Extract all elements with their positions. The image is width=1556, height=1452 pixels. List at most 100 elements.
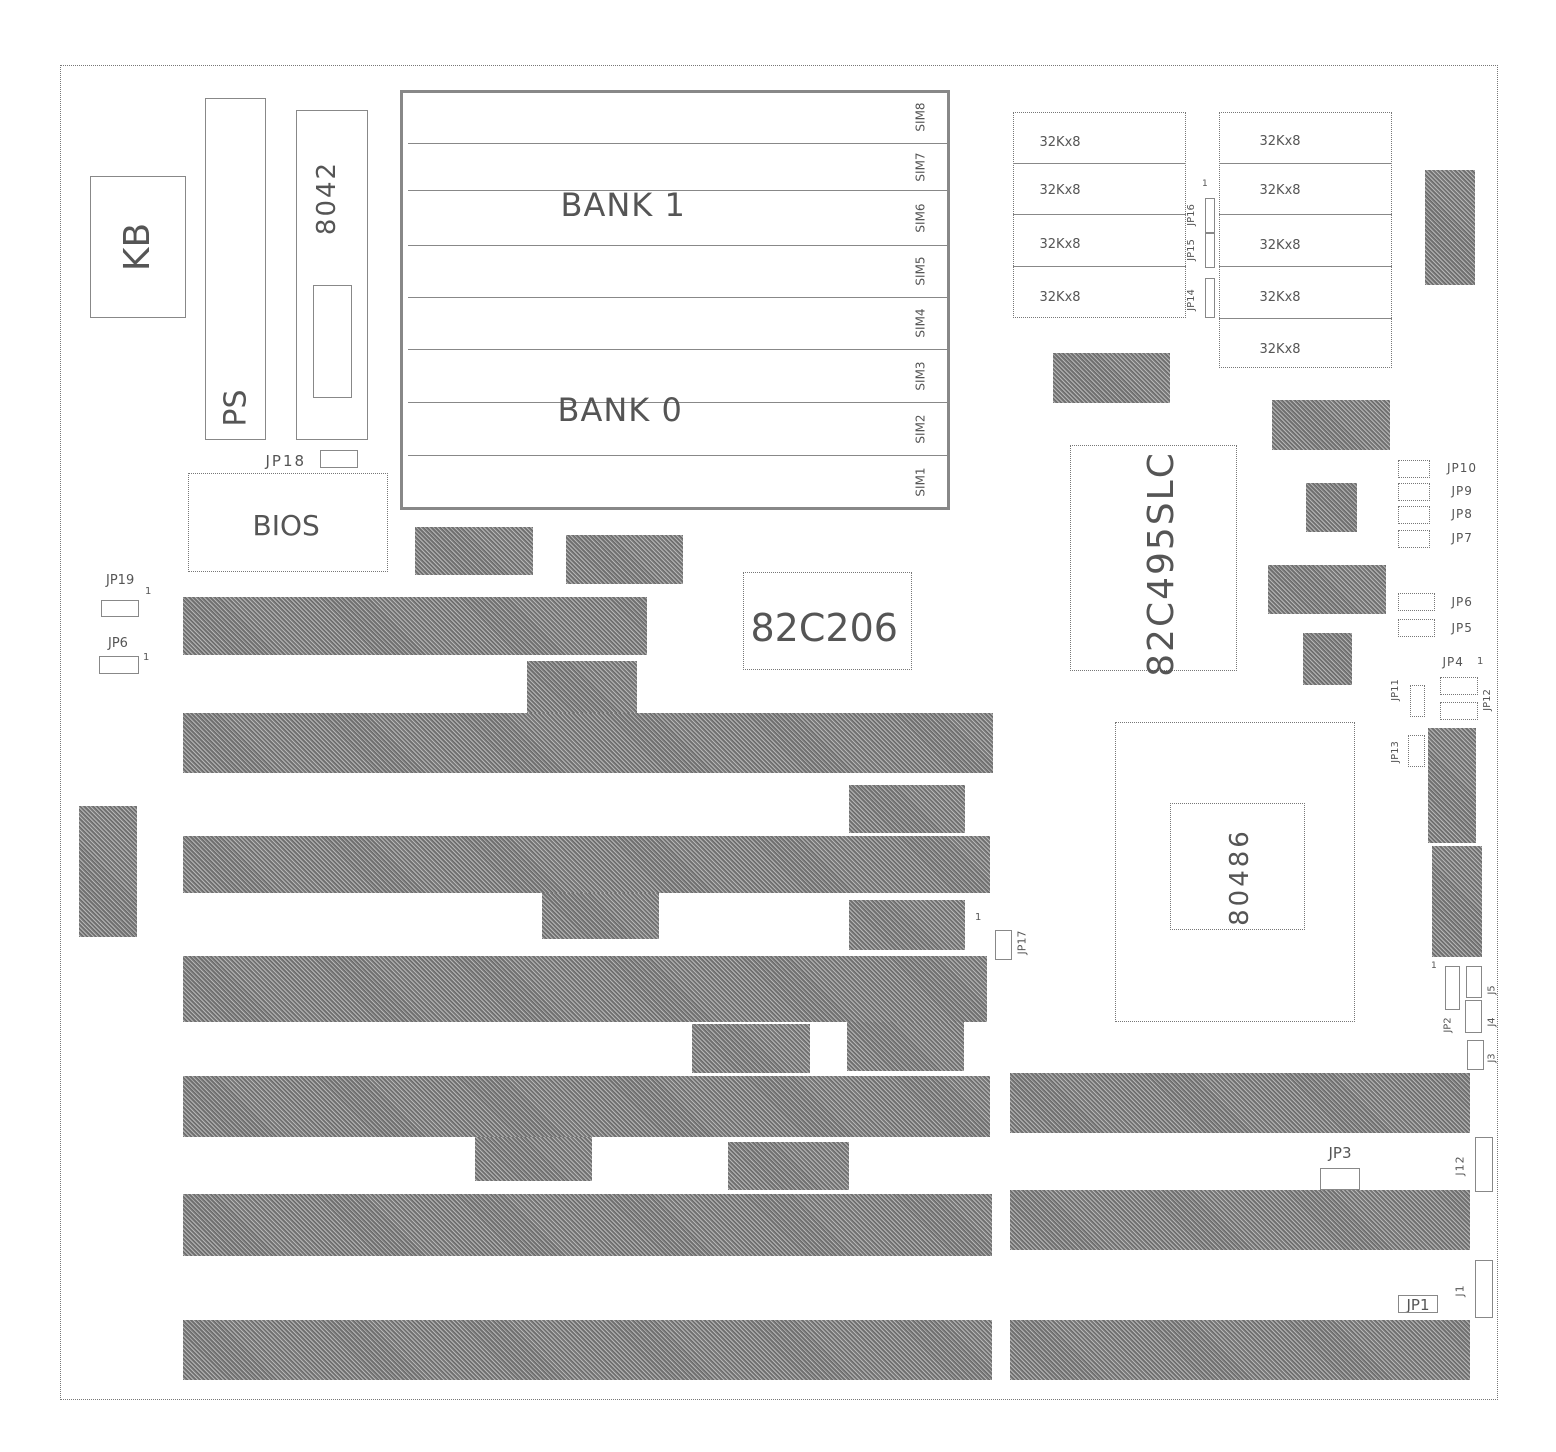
jp5-jumper xyxy=(1398,619,1435,637)
j1-label: J1 xyxy=(1453,1283,1467,1297)
keyboard-controller-label: 8042 xyxy=(312,160,343,236)
chip xyxy=(1306,483,1357,532)
jp12-label: JP12 xyxy=(1481,689,1493,711)
chipset-label: 82C495SLC xyxy=(1140,451,1182,677)
jp11-label: JP11 xyxy=(1389,679,1401,701)
pin1-marker: 1 xyxy=(975,912,982,923)
jp18-label: JP18 xyxy=(265,451,307,470)
chipset xyxy=(1070,445,1237,671)
cache-sram-chip: 32Kx8 xyxy=(1039,182,1081,198)
jp9-jumper xyxy=(1398,483,1430,501)
chip xyxy=(542,893,659,939)
bank-1-label: BANK 1 xyxy=(560,186,686,224)
chip xyxy=(1268,565,1386,614)
jp6-right-jumper xyxy=(1398,593,1435,611)
jp15-label: JP15 xyxy=(1185,239,1197,261)
expansion-slot xyxy=(1010,1073,1470,1133)
divider xyxy=(408,297,948,298)
j3-connector xyxy=(1467,1040,1484,1070)
jp5-label: JP5 xyxy=(1451,621,1473,635)
j3-label: J3 xyxy=(1486,1053,1498,1063)
j4-label: J4 xyxy=(1486,1017,1498,1027)
jp10-label: JP10 xyxy=(1447,461,1478,475)
jp2-jumper xyxy=(1445,966,1460,1010)
divider xyxy=(408,349,948,350)
cache-sram-chip: 32Kx8 xyxy=(1259,341,1301,357)
jp7-label: JP7 xyxy=(1451,531,1473,545)
chip xyxy=(849,900,965,950)
divider xyxy=(408,245,948,246)
simm-slot-label: SIM5 xyxy=(913,256,928,286)
pin1-marker: 1 xyxy=(1202,178,1208,189)
jp10-jumper xyxy=(1398,460,1430,478)
simm-bank-block xyxy=(400,90,950,510)
jp1-label: JP1 xyxy=(1406,1295,1430,1314)
expansion-slot xyxy=(183,956,987,1022)
pin1-marker: 1 xyxy=(1477,656,1484,667)
expansion-slot xyxy=(183,597,647,655)
jp14-jumper xyxy=(1205,278,1215,318)
rtc-label: 82C206 xyxy=(750,606,898,650)
jp9-label: JP9 xyxy=(1451,484,1473,498)
expansion-slot xyxy=(1010,1320,1470,1380)
expansion-slot xyxy=(183,713,993,773)
jp16-label: JP16 xyxy=(1185,204,1197,226)
jp4-label: JP4 xyxy=(1442,655,1464,669)
jp3-label: JP3 xyxy=(1328,1143,1352,1162)
divider xyxy=(408,143,948,144)
chip xyxy=(847,1022,964,1071)
simm-slot-label: SIM6 xyxy=(913,203,928,233)
chip xyxy=(692,1024,810,1073)
chip xyxy=(1272,400,1390,450)
sram-column-left xyxy=(1013,112,1186,318)
jp11-jumper xyxy=(1410,685,1425,717)
chip xyxy=(1053,353,1170,403)
divider xyxy=(1219,163,1392,164)
cache-sram-chip: 32Kx8 xyxy=(1259,182,1301,198)
j1-connector xyxy=(1475,1260,1493,1318)
expansion-slot xyxy=(183,1076,990,1137)
divider xyxy=(408,402,948,403)
keyboard-controller xyxy=(296,110,368,440)
bios-label: BIOS xyxy=(252,509,320,542)
jp7-jumper xyxy=(1398,530,1430,548)
jp1-jumper xyxy=(1398,1295,1438,1313)
expansion-slot xyxy=(1010,1190,1470,1250)
chip xyxy=(1428,728,1476,843)
jp19-jumper xyxy=(101,600,139,617)
chip xyxy=(849,785,965,833)
jp8-label: JP8 xyxy=(1451,507,1473,521)
jp16-jumper xyxy=(1205,198,1215,233)
j5-connector xyxy=(1466,966,1482,998)
simm-slot-label: SIM7 xyxy=(913,152,928,182)
cache-sram-chip: 32Kx8 xyxy=(1039,289,1081,305)
jp17-jumper xyxy=(995,930,1012,960)
jp18-jumper xyxy=(320,450,358,468)
bios-chip xyxy=(188,473,388,572)
jp2-label: JP2 xyxy=(1442,1017,1454,1033)
chip xyxy=(1303,633,1352,685)
cpu-chip xyxy=(1170,803,1305,930)
divider xyxy=(1219,318,1392,319)
chip xyxy=(79,806,137,937)
jp19-label: JP19 xyxy=(106,572,135,588)
j4-connector xyxy=(1465,1000,1482,1033)
cache-sram-chip: 32Kx8 xyxy=(1259,133,1301,149)
simm-slot-label: SIM8 xyxy=(913,102,928,132)
divider xyxy=(1013,266,1186,267)
simm-slot-label: SIM4 xyxy=(913,308,928,338)
divider xyxy=(1013,214,1186,215)
chip xyxy=(527,661,637,713)
divider xyxy=(408,190,948,191)
cache-sram-chip: 32Kx8 xyxy=(1039,134,1081,150)
expansion-slot xyxy=(183,1194,992,1256)
jp13-label: JP13 xyxy=(1389,741,1401,763)
j12-connector xyxy=(1475,1137,1493,1192)
chip xyxy=(475,1137,592,1181)
pin1-marker: 1 xyxy=(145,586,152,597)
sram-column-right xyxy=(1219,112,1392,368)
keyboard-label: KB xyxy=(117,222,159,272)
keyboard-connector xyxy=(90,176,186,318)
jp3-jumper xyxy=(1320,1168,1360,1190)
